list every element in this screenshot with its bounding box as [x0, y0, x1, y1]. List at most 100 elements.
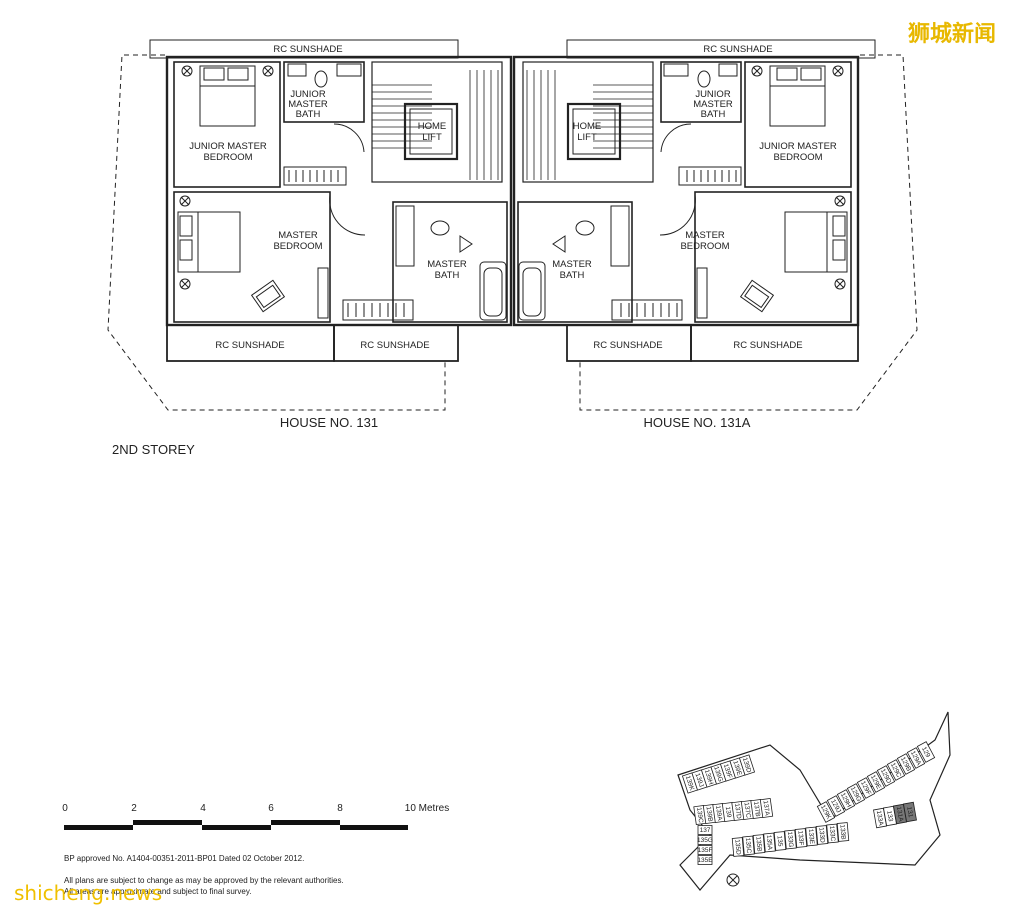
site-plot-cell [794, 828, 808, 848]
scale-tick-label: 10 Metres [405, 803, 449, 814]
label-master-bath: BATH [435, 270, 460, 281]
site-plot-cell [916, 741, 936, 763]
site-plot-label: 133D [817, 827, 825, 843]
site-plot-cell [742, 835, 755, 856]
site-plot-cell [856, 777, 876, 799]
wardrobe [283, 166, 347, 186]
wardrobe [342, 299, 414, 321]
label-jm-bedroom: JUNIOR MASTER [759, 141, 837, 152]
label-master-bedroom: MASTER [278, 230, 318, 241]
compass-icon [726, 873, 740, 887]
site-plot-cell [876, 765, 896, 787]
site-plot-cell [759, 797, 774, 819]
site-plot-cell [805, 826, 818, 847]
site-plot-cell [886, 759, 906, 781]
site-plot-cell [816, 801, 836, 823]
label-master-bedroom: MASTER [685, 230, 725, 241]
label-home-lift: HOME [573, 121, 602, 132]
site-plot-label: 139E [731, 760, 743, 777]
toilet-icon [314, 70, 328, 88]
label-jm-bath: JUNIOR [695, 89, 731, 100]
site-plot-135c: 135C [742, 835, 755, 856]
site-plot-cell [866, 771, 886, 793]
label-jm-bath: JUNIOR [290, 89, 326, 100]
site-plot-cell [896, 753, 916, 775]
outer-wall [165, 55, 513, 327]
site-plot-label: 137D [733, 803, 742, 820]
site-plot-label: 135 [776, 835, 784, 847]
site-plot-label: 135C [744, 837, 752, 853]
site-plot-label: 135E [697, 857, 713, 864]
site-plot-label: 133A [875, 810, 885, 827]
site-plot-label: 133B [838, 824, 846, 840]
site-plot-129: 129 [916, 741, 936, 763]
label-jm-bedroom: JUNIOR MASTER [189, 141, 267, 152]
label-rc-sunshade: RC SUNSHADE [215, 340, 284, 351]
site-plot-label: 139A [714, 805, 723, 822]
label-home-lift: LIFT [577, 132, 597, 143]
labels-house-131a: RC SUNSHADE JUNIOR MASTER BATH HOME LIFT… [552, 44, 837, 430]
site-plot-135a: 135A [763, 832, 776, 853]
site-plot-133e: 133E [805, 826, 818, 847]
site-plot-label: 129 [920, 746, 931, 759]
disclaimer-line: All plans are subject to change as may b… [64, 876, 344, 885]
lamp-icon [181, 65, 193, 77]
label-home-lift: HOME [418, 121, 447, 132]
label-rc-sunshade: RC SUNSHADE [593, 340, 662, 351]
site-plot-label: 133C [828, 825, 836, 841]
scale-tick-label: 4 [200, 803, 206, 814]
site-plot-label: 133G [786, 831, 794, 847]
roof-outline-dashed [107, 54, 446, 411]
site-plot-label: 135F [698, 847, 713, 854]
site-plot-129f: 129F [856, 777, 876, 799]
site-plot-133f: 133F [794, 828, 808, 848]
disclaimer-line: All areas are approximate and subject to… [64, 887, 252, 896]
junior-master-bath [283, 61, 365, 123]
site-plot-cell [906, 747, 926, 769]
site-plot-cell [738, 754, 756, 776]
site-plot-label: 139F [722, 763, 733, 779]
site-plot-cell [846, 783, 866, 805]
house-131 [107, 39, 513, 411]
master-bedroom [173, 191, 331, 323]
site-plot-label: 137 [700, 827, 711, 834]
site-plot-label: 139H [703, 769, 715, 786]
site-plot-131a: 131A [893, 803, 907, 825]
label-rc-sunshade: RC SUNSHADE [273, 44, 342, 55]
site-plot-label: 139G [712, 766, 724, 783]
site-plot-135d: 135D [731, 837, 745, 857]
scale-tick-label: 0 [62, 803, 68, 814]
site-plot-131: 131 [903, 801, 917, 823]
labels-house-131: RC SUNSHADE JUNIOR MASTER BATH HOME LIFT… [189, 44, 467, 430]
home-lift [403, 102, 459, 161]
site-plot-135: 135 [773, 831, 787, 851]
site-plot-cell [697, 845, 713, 855]
label-rc-sunshade: RC SUNSHADE [703, 44, 772, 55]
scale-tick-label: 6 [268, 803, 274, 814]
bed [199, 65, 256, 127]
site-plot-cell [697, 855, 713, 865]
site-plot-129b: 129B [896, 753, 916, 775]
site-plot-cell [784, 829, 797, 850]
site-plot-cell [836, 789, 856, 811]
site-plot-label: 135A [765, 835, 773, 851]
label-home-lift: LIFT [422, 132, 442, 143]
site-plot-label: 139C [695, 807, 704, 824]
site-plot-cell [773, 831, 787, 851]
site-plot-label: 139 [724, 806, 732, 818]
site-plot-cell [731, 837, 745, 857]
site-plot-cell [697, 825, 713, 835]
label-master-bath: MASTER [427, 259, 467, 270]
site-plot-label: 139K [684, 775, 696, 792]
label-rc-sunshade: RC SUNSHADE [733, 340, 802, 351]
site-plot-label: 137C [742, 802, 751, 819]
label-master-bath: BATH [560, 270, 585, 281]
label-jm-bath: MASTER [288, 99, 328, 110]
bp-approval-note: BP approved No. A1404-00351-2011-BP01 Da… [64, 854, 304, 863]
label-master-bedroom: BEDROOM [680, 241, 729, 252]
scale-tick-label: 8 [337, 803, 343, 814]
site-plot-cell [697, 835, 713, 845]
site-plot-cell [763, 832, 776, 853]
